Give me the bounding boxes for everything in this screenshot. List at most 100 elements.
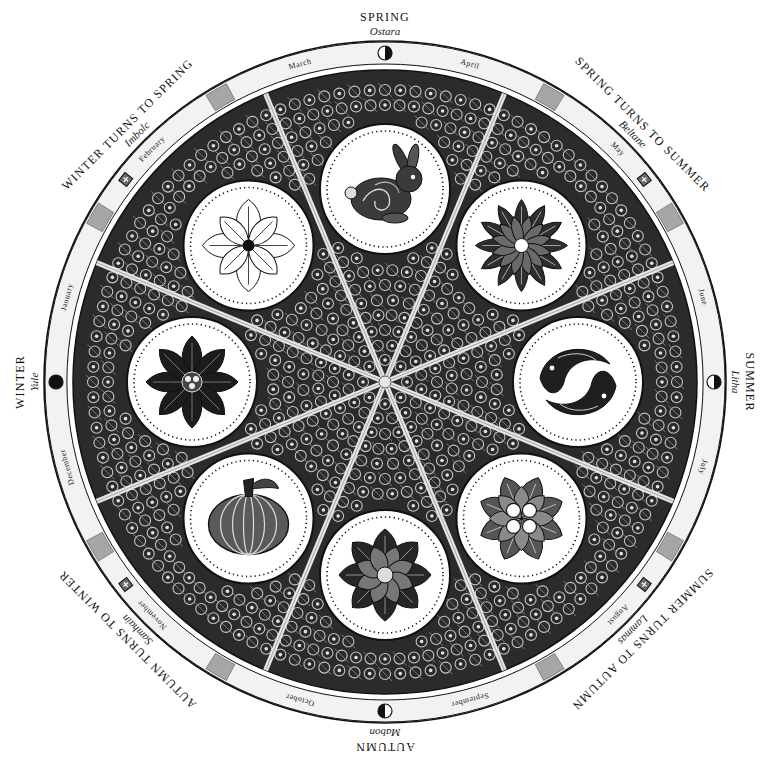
wheel-ornament — [529, 633, 533, 637]
wheel-ornament — [161, 313, 165, 317]
wheel-ornament — [95, 426, 99, 430]
wheel-ornament — [275, 104, 286, 115]
wheel-ornament — [327, 118, 341, 132]
wheel-ornament — [116, 462, 127, 473]
wheel-ornament — [249, 427, 253, 431]
wheel-ornament — [351, 500, 362, 511]
wheel-ornament — [511, 635, 525, 649]
wheel-ornament — [380, 355, 391, 366]
medallion — [127, 317, 257, 447]
wheel-ornament — [429, 669, 433, 673]
wheel-ornament — [628, 287, 632, 291]
wheel-ornament — [579, 184, 583, 188]
wheel-ornament — [380, 654, 391, 665]
wheel-ornament — [193, 169, 207, 183]
wheel-ornament — [408, 500, 419, 511]
wheel-ornament — [457, 616, 461, 620]
wheel-ornament — [509, 627, 513, 631]
wheel-ornament — [138, 237, 152, 251]
wheel-ornament — [502, 647, 506, 651]
wheel-ornament — [640, 580, 648, 588]
wheel-ornament — [335, 323, 349, 337]
wheel-ornament — [364, 392, 375, 403]
medallion — [184, 181, 314, 311]
wheel-ornament — [258, 608, 272, 622]
ring-block — [87, 532, 114, 561]
wheel-ornament — [358, 486, 369, 497]
wheel-ornament — [116, 261, 120, 265]
wheel-ornament — [414, 360, 418, 364]
wheel-ornament — [453, 612, 464, 623]
wheel-ornament — [391, 299, 395, 303]
wheel-ornament — [212, 616, 216, 620]
wheel-ornament — [462, 437, 466, 441]
wheel-ornament — [268, 161, 272, 165]
wheel-ornament — [256, 348, 267, 359]
wheel-ornament — [619, 552, 623, 556]
wheel-ornament — [130, 234, 134, 238]
wheel-ornament — [494, 158, 505, 169]
wheel-ornament — [113, 258, 124, 269]
wheel-ornament — [437, 615, 451, 629]
wheel-ornament — [403, 316, 407, 320]
wheel-ornament — [430, 375, 444, 389]
wheel-ornament — [397, 430, 401, 434]
wheel-ornament — [430, 312, 444, 326]
wheel-ornament — [442, 470, 453, 481]
wheel-ornament — [522, 519, 536, 533]
wheel-ornament — [418, 304, 429, 315]
wheel-ornament — [616, 205, 627, 216]
wheel-ornament — [274, 176, 278, 180]
wheel-ornament — [630, 506, 634, 510]
wheel-ornament — [398, 284, 402, 288]
wheel-ornament — [371, 442, 385, 456]
wheel-ornament — [357, 425, 361, 429]
wheel-ornament — [309, 306, 323, 320]
wheel-ornament — [494, 595, 505, 606]
wheel-ornament — [143, 548, 154, 559]
wheel-ornament — [419, 387, 423, 391]
wheel-ornament — [222, 586, 233, 597]
wheel-ornament — [468, 653, 482, 667]
wheel-ornament — [304, 291, 318, 305]
wheel-ornament — [301, 434, 312, 445]
wheel-ornament — [488, 108, 492, 112]
wheel-ornament — [514, 423, 525, 434]
wheel-ornament — [656, 285, 670, 299]
wheel-ornament — [526, 629, 537, 640]
wheel-ornament — [88, 344, 102, 358]
wheel-ornament — [390, 344, 394, 348]
wheel-ornament — [338, 354, 342, 358]
wheel-ornament — [637, 315, 641, 319]
wheel-ornament — [343, 117, 354, 128]
wheel-ornament — [596, 521, 610, 535]
wheel-ornament — [395, 85, 406, 96]
wheel-ornament — [484, 649, 495, 660]
wheel-ornament — [327, 131, 443, 247]
wheel-ornament — [252, 315, 263, 326]
wheel-ornament — [110, 447, 124, 461]
wheel-ornament — [306, 643, 320, 657]
wheel-ornament — [662, 301, 673, 312]
moon-marker — [49, 375, 63, 389]
wheel-ornament — [351, 101, 362, 112]
wheel-ornament — [302, 372, 306, 376]
wheel-ornament — [467, 454, 471, 458]
wheel-ornament — [347, 665, 361, 679]
wheel-ornament — [101, 389, 115, 403]
wheel-ornament — [113, 495, 124, 506]
wheel-ornament — [347, 274, 351, 278]
wheel-ornament — [562, 602, 576, 616]
wheel-ornament — [411, 175, 415, 179]
wheel-ornament — [386, 443, 397, 454]
wheel-ornament — [136, 506, 140, 510]
wheel-ornament — [215, 151, 229, 165]
wheel-ornament — [168, 555, 172, 559]
wheel-ornament — [162, 522, 173, 533]
wheel-ornament — [245, 330, 256, 341]
wheel-ornament — [435, 444, 439, 448]
wheel-ornament — [420, 640, 424, 644]
wheel-ornament — [376, 268, 380, 272]
wheel-ornament — [287, 365, 291, 369]
wheel-ornament — [127, 231, 138, 242]
